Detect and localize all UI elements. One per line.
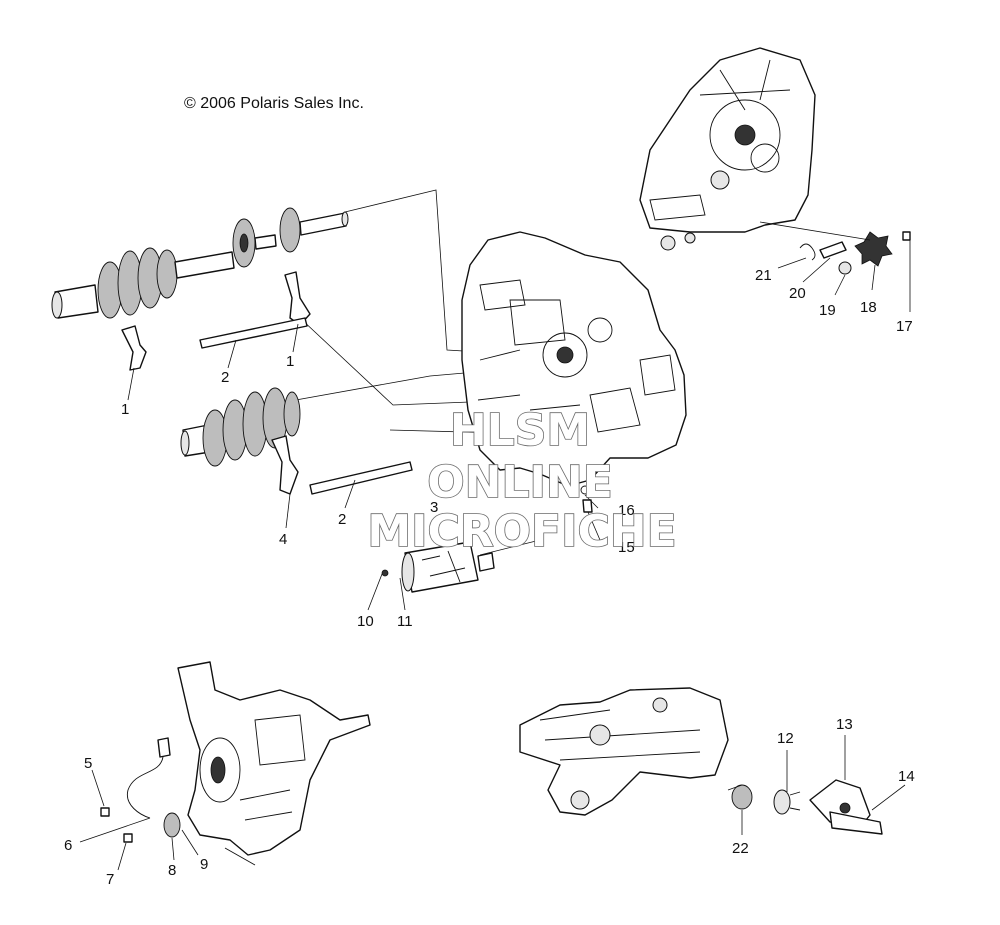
callout-1b: 1: [286, 353, 294, 370]
shift-rod-lower: [309, 461, 413, 495]
upper-right-leader-lines: [759, 221, 911, 312]
part-14-shift-shaft: [829, 811, 883, 835]
copyright-text: © 2006 Polaris Sales Inc.: [184, 95, 364, 112]
part-18-star-cam: [854, 231, 893, 267]
center-callout-leaders: [127, 323, 601, 611]
callout-4: 4: [279, 531, 287, 548]
part-19-nut: [838, 261, 852, 275]
callout-18: 18: [860, 299, 877, 316]
shift-rod-upper: [199, 317, 308, 349]
callout-7: 7: [106, 871, 114, 888]
callout-2a: 2: [221, 369, 229, 386]
lower-left-leader-lines: [79, 769, 199, 871]
crankcase-center: [461, 231, 687, 487]
part-5-bolt: [100, 807, 110, 817]
part-20-bracket: [819, 241, 847, 259]
callout-19: 19: [819, 302, 836, 319]
part-7-bolt: [123, 833, 133, 843]
watermark-line-3: MICROFICHE: [367, 506, 676, 557]
crankcase-lower-left: [177, 661, 371, 866]
callout-12: 12: [777, 730, 794, 747]
callout-5: 5: [84, 755, 92, 772]
callout-2b: 2: [338, 511, 346, 528]
shift-drum: [381, 541, 495, 593]
crankcase-lower-right: [519, 687, 729, 816]
callout-16: 16: [618, 502, 635, 519]
part-17-bolt: [902, 231, 911, 241]
callout-10: 10: [357, 613, 374, 630]
shift-fork-left-upper: [121, 325, 147, 371]
callout-14: 14: [898, 768, 915, 785]
callout-21: 21: [755, 267, 772, 284]
countershaft-assembly: [180, 387, 301, 467]
callout-15: 15: [618, 539, 635, 556]
callout-13: 13: [836, 716, 853, 733]
mainshaft-assembly: [51, 207, 349, 319]
callout-8: 8: [168, 862, 176, 879]
part-12-seal: [773, 789, 801, 815]
watermark-line-2: ONLINE: [427, 457, 613, 508]
shift-fork-right-upper: [284, 271, 311, 326]
lower-right-leader-lines: [727, 735, 906, 835]
watermark: HLSM ONLINE MICROFICHE: [367, 404, 678, 558]
crankcase-cover-upper-right: [639, 47, 816, 251]
callout-6: 6: [64, 837, 72, 854]
callout-labels: 1 1 2 2 3 4 5 6 7 8 9 10 11 12 13 14 15 …: [64, 267, 915, 888]
crankcase-fasteners: [580, 485, 593, 513]
callout-11: 11: [397, 613, 413, 630]
callout-9: 9: [200, 856, 208, 873]
watermark-line-1: HLSM: [450, 405, 590, 456]
callout-1a: 1: [121, 401, 129, 418]
speed-sensor-harness: [126, 737, 171, 819]
callout-3: 3: [430, 499, 438, 516]
part-21-spring: [799, 243, 816, 261]
shift-fork-lower: [271, 435, 299, 495]
part-8-sensor: [163, 812, 181, 838]
callout-20: 20: [789, 285, 806, 302]
part-22-bushing: [731, 784, 753, 810]
callout-17: 17: [896, 318, 913, 335]
callout-22: 22: [732, 840, 749, 857]
